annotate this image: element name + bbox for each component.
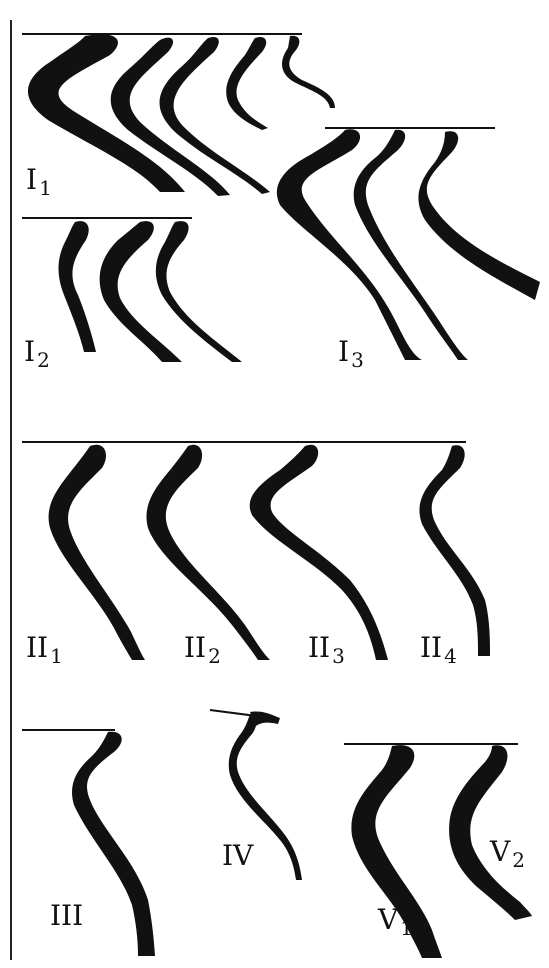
label-III: III bbox=[50, 902, 85, 934]
profile-I2-2 bbox=[99, 221, 182, 362]
profile-V2 bbox=[449, 745, 532, 920]
label-V2-sub: 2 bbox=[512, 848, 525, 872]
label-II2-main: II bbox=[184, 631, 207, 664]
label-V1-main: V bbox=[378, 903, 399, 936]
profile-I2-1 bbox=[58, 221, 96, 352]
group-II bbox=[22, 441, 490, 660]
profile-I1-3 bbox=[159, 36, 270, 195]
group-I2 bbox=[22, 217, 242, 362]
profile-IV bbox=[228, 714, 302, 880]
label-I1-sub: 1 bbox=[39, 176, 52, 200]
label-III-main: III bbox=[50, 899, 84, 932]
label-I1-main: I bbox=[26, 163, 38, 196]
profile-I1-5 bbox=[282, 35, 335, 108]
profile-I2-3 bbox=[155, 221, 242, 362]
profile-I3-2 bbox=[353, 129, 468, 360]
label-II4-sub: 4 bbox=[444, 644, 457, 668]
profile-II1 bbox=[48, 444, 146, 660]
label-II3-main: II bbox=[308, 631, 331, 664]
profile-I1-4 bbox=[226, 36, 268, 131]
group-III bbox=[22, 729, 155, 956]
profile-V1 bbox=[351, 745, 442, 958]
label-I2-main: I bbox=[24, 335, 36, 368]
label-II1-main: II bbox=[26, 631, 49, 664]
profile-II2 bbox=[146, 444, 270, 660]
label-II2-sub: 2 bbox=[208, 644, 221, 668]
label-I2-sub: 2 bbox=[37, 348, 50, 372]
profile-I1-2 bbox=[110, 37, 230, 196]
profile-I1-1 bbox=[27, 34, 185, 193]
label-I3-sub: 3 bbox=[351, 348, 364, 372]
group-I1 bbox=[22, 33, 335, 196]
group-IV bbox=[209, 709, 302, 880]
label-II1-sub: 1 bbox=[50, 644, 63, 668]
label-IV: IV bbox=[222, 842, 255, 874]
group-V bbox=[344, 743, 532, 958]
label-V1-sub: 1 bbox=[400, 916, 413, 940]
profile-I3-1 bbox=[276, 129, 422, 360]
label-V2-main: V bbox=[490, 835, 511, 868]
label-II4-main: II bbox=[420, 631, 443, 664]
label-IV-main: IV bbox=[222, 839, 254, 872]
profile-III bbox=[72, 731, 155, 956]
profile-II3 bbox=[249, 444, 388, 660]
label-II3-sub: 3 bbox=[332, 644, 345, 668]
group-I3 bbox=[276, 127, 540, 360]
profile-I3-3 bbox=[418, 131, 540, 300]
label-I3-main: I bbox=[338, 335, 350, 368]
profile-II4 bbox=[419, 445, 490, 656]
profile-IV-head bbox=[250, 711, 280, 726]
